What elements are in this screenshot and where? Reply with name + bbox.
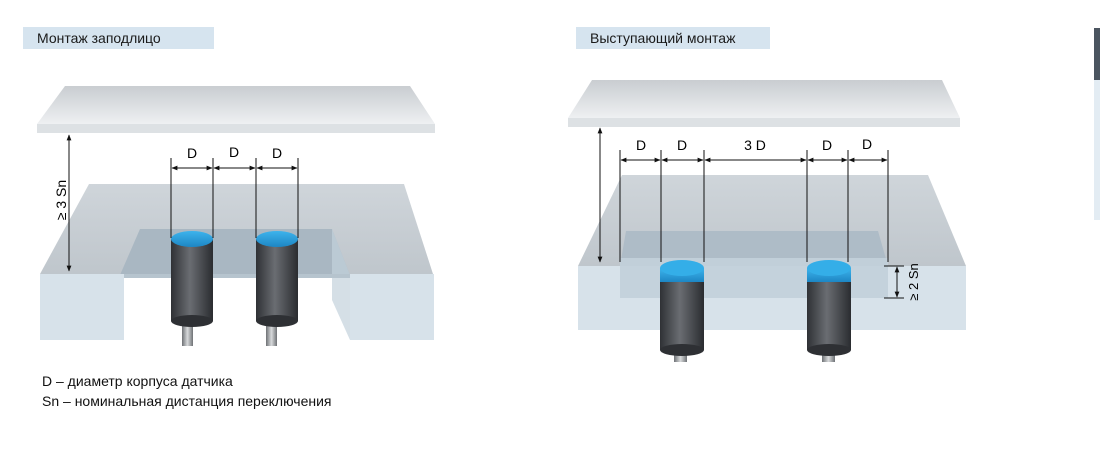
right-edge-scroll-panel [1094,28,1100,220]
target-plate-front-right [568,118,960,127]
right-extension-lines [619,150,889,262]
right-protrusion-label: ≥ 2 Sn [906,263,921,301]
right-dim-label-3: 3 D [744,137,766,153]
right-dim-label-1: D [636,137,646,153]
sensor-right-2 [807,260,851,362]
left-extension-lines [170,158,299,238]
recess-pocket [120,229,350,275]
mounting-block-front-left [40,274,124,340]
target-plate-front [37,124,435,133]
legend-sn-definition: Sn – номинальная дистанция переключения [42,393,332,409]
right-dim-label-2: D [677,137,687,153]
protruding-mounting-diagram: D D 3 D D D ≥ 2 Sn [568,80,966,362]
left-dim-label-3: D [272,145,282,161]
left-clearance-label: ≥ 3 Sn [53,180,69,220]
sensor-right-1 [660,260,704,362]
target-plate-top-right [568,80,960,118]
sensor-left-2 [256,231,298,346]
recess-floor-front [124,274,350,278]
left-dim-label-2: D [229,144,239,160]
recess-right-wall [332,229,350,340]
right-dim-label-4: D [822,137,832,153]
protruding-mounting-title: Выступающий монтаж [576,27,770,49]
mounting-block-front-right [350,274,434,340]
shallow-recess-right [620,231,888,266]
flush-mounting-diagram: D D D ≥ 3 Sn [37,86,435,346]
legend-d-definition: D – диаметр корпуса датчика [42,373,233,389]
sensor-left-1 [171,231,213,346]
left-dim-label-1: D [187,145,197,161]
target-plate-top [37,86,435,124]
right-dim-label-5: D [862,136,872,152]
flush-mounting-title: Монтаж заподлицо [23,27,214,49]
